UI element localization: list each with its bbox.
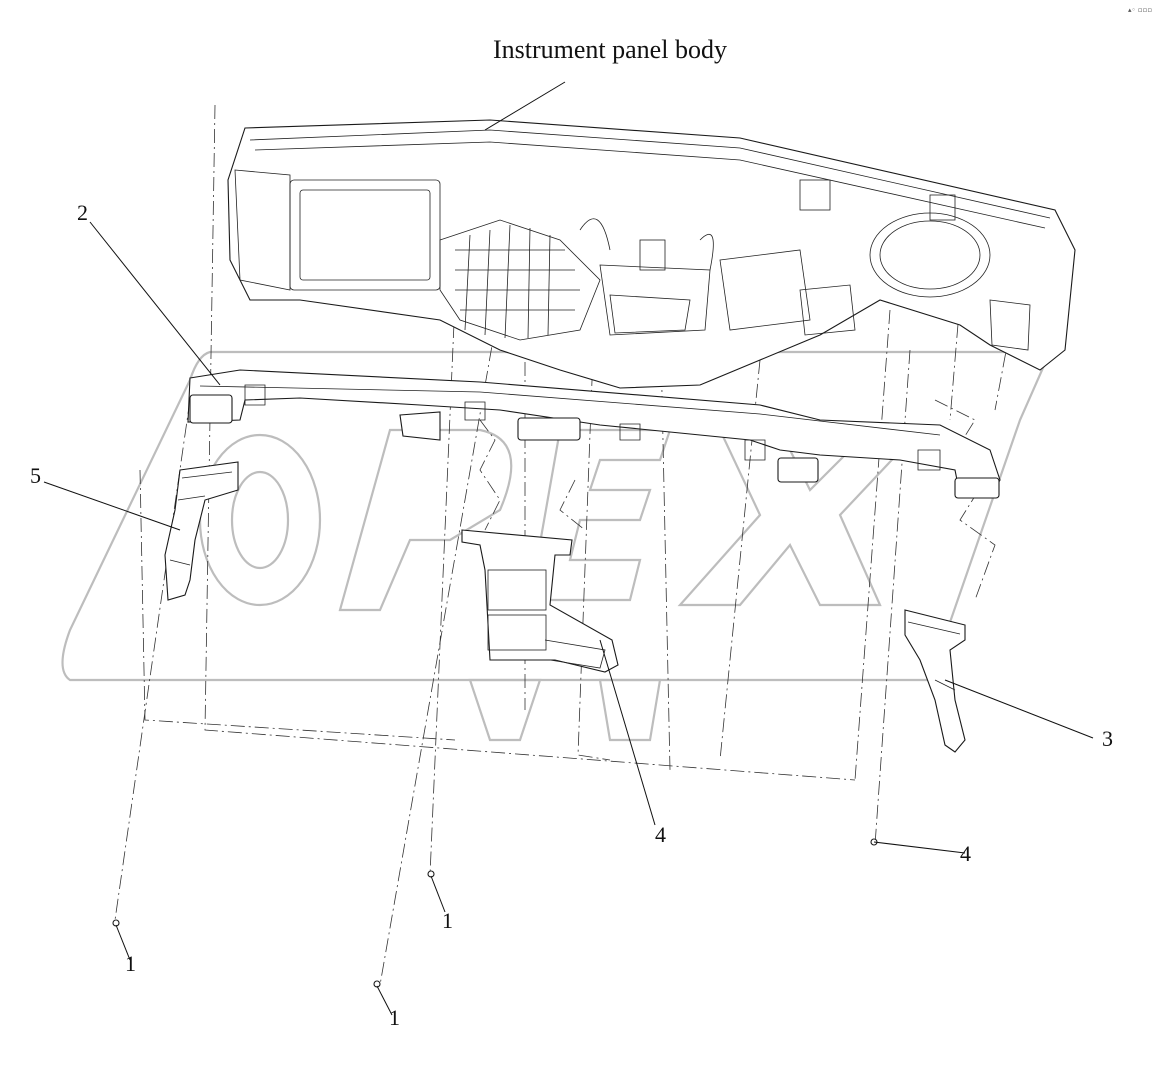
diagram-title: Instrument panel body	[493, 35, 727, 64]
corner-mark: ▴◦ ▫▫▫	[1128, 6, 1152, 14]
callout-label: 1	[389, 1005, 400, 1030]
callout-label: 1	[442, 908, 453, 933]
left-side-duct	[164, 461, 239, 601]
callout-label: 4	[655, 822, 666, 847]
callout-label: 5	[30, 463, 41, 488]
leader-lines	[43, 81, 1094, 1016]
callout-label: 1	[125, 951, 136, 976]
watermark	[61, 350, 1052, 742]
callout-label: 2	[77, 200, 88, 225]
instrument-panel-body	[227, 119, 1076, 389]
right-side-duct	[904, 609, 966, 753]
callout-label: 4	[960, 841, 971, 866]
center-vent-duct	[461, 529, 619, 673]
fastener-clips	[112, 838, 878, 988]
callout-label: 3	[1102, 726, 1113, 751]
main-air-duct	[187, 369, 1001, 499]
